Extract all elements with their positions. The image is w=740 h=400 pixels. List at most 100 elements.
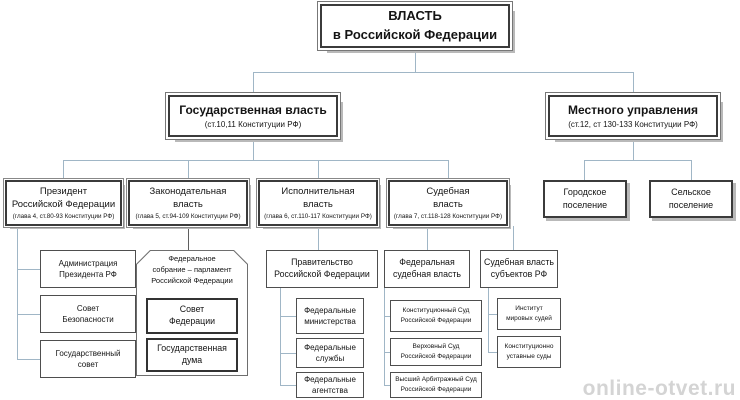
magistrates-institute-label-line2: мировых судей [506,315,552,322]
federal-assembly-title-line2: собрание – парламент [152,264,232,274]
root-box: ВЛАСТЬ в Российской Федерации [320,4,510,48]
state-duma-box: Государственная дума [146,338,238,372]
state-council-label-line2: совет [77,360,99,369]
federal-services-label: Федеральные [304,342,356,352]
rural-settlement-box: Сельское поселение [649,180,733,218]
connector-state-drop [253,72,254,95]
state-power-subtitle: (ст.10,11 Конституции РФ) [204,120,302,130]
bracket-subcourt-vertical [488,288,489,352]
federation-council-label-line2: Федерации [168,316,216,326]
bracket-president-stub-1 [17,269,40,270]
administration-box: Администрация Президента РФ [40,250,136,288]
connector-municipal-horizontal [584,160,692,161]
urban-settlement-label: Городское [563,187,607,198]
federal-services-box: Федеральные службы [296,338,364,368]
judicial-title-line2: власть [433,198,463,210]
watermark: online-otvet.ru [582,377,736,400]
federal-ministries-label: Федеральные [304,305,356,315]
federal-judiciary-box: Федеральная судебная власть [384,250,470,288]
administration-label-line2: Президента РФ [59,270,117,279]
regional-judiciary-label-line2: субъектов РФ [490,269,548,279]
security-council-label: Совет [76,303,100,313]
bracket-government-vertical [280,288,281,385]
bracket-government-stub-1 [280,316,296,317]
connector-level1-horizontal [253,72,634,73]
magistrates-institute-label: Институт [515,305,543,313]
president-title: Президент [39,185,88,197]
executive-title-line2: власть [303,198,333,210]
supreme-court-label: Верховный Суд [412,343,460,351]
government-box: Правительство Российской Федерации [266,250,378,288]
local-government-subtitle: (ст.12, ст 130-133 Конституции РФ) [568,120,698,130]
president-subtitle: (глава 4, ст.80-93 Конституции РФ) [12,213,115,221]
constitutional-court-box: Конституционный Суд Российской Федерации [390,300,482,332]
judicial-title: Судебная [426,185,470,197]
executive-subtitle: (глава 6, ст.110-117 Конституции РФ) [264,213,372,221]
connector-local-stem [633,137,634,160]
magistrates-institute-box: Институт мировых судей [497,298,561,330]
rural-settlement-label: Сельское [671,187,711,198]
federal-ministries-label-line2: министерства [304,317,356,326]
connector-executive-drop [318,160,319,180]
connector-root-drop [415,48,416,72]
security-council-label-line2: Безопасности [62,315,114,324]
federal-ministries-box: Федеральные министерства [296,298,364,334]
federal-judiciary-label-line2: судебная власть [393,269,461,279]
connector-president-drop [63,160,64,180]
bracket-fedcourt-stub-2 [384,352,390,353]
root-title: ВЛАСТЬ [388,8,442,24]
federal-services-label-line2: службы [315,354,345,363]
judicial-box: Судебная власть (глава 7, ст.118-128 Кон… [388,180,508,226]
bracket-fedcourt-vertical [384,288,385,385]
charter-courts-label: Конституционно [504,343,554,351]
root-title-line2: в Российской Федерации [332,27,498,42]
legislative-title: Законодательная [149,185,227,197]
urban-settlement-box: Городское поселение [543,180,627,218]
legislative-title-line2: власть [173,198,203,210]
bracket-fedcourt-stub-3 [384,385,390,386]
connector-local-drop [633,72,634,95]
state-council-label: Государственный [55,348,121,358]
urban-settlement-label-line2: поселение [562,200,608,210]
constitutional-court-label: Конституционный Суд [402,307,470,315]
connector-state-stem [253,137,254,160]
constitutional-court-label-line2: Российской Федерации [400,317,472,324]
federal-assembly-title-line1: Федеральное [168,254,216,263]
local-government-title: Местного управления [567,102,699,117]
connector-urban-drop [584,160,585,180]
state-power-box: Государственная власть (ст.10,11 Констит… [168,95,338,137]
federal-assembly-title: Федеральное собрание – парламент Российс… [138,254,246,287]
connector-judicial-drop [448,160,449,180]
government-label-line2: Российской Федерации [274,269,370,279]
executive-box: Исполнительная власть (глава 6, ст.110-1… [258,180,378,226]
bracket-fedcourt-stub-1 [384,316,390,317]
rural-settlement-label-line2: поселение [668,200,714,210]
executive-title: Исполнительная [281,185,355,197]
federal-assembly-title-line3: Российской Федерации [151,275,233,285]
connector-government-drop [318,226,319,250]
bracket-president-stub-2 [17,314,40,315]
local-government-box: Местного управления (ст.12, ст 130-133 К… [548,95,718,137]
charter-courts-box: Конституционно уставные суды [497,336,561,368]
state-power-title: Государственная власть [179,102,327,117]
connector-branches-horizontal [63,160,449,161]
federation-council-label: Совет [179,304,205,315]
bracket-president-stub-3 [17,359,40,360]
president-title-line2: Российской Федерации [11,198,116,210]
federal-agencies-label-line2: агентства [312,386,348,395]
federal-judiciary-label: Федеральная [399,257,455,268]
federal-agencies-box: Федеральные агентства [296,372,364,398]
supreme-court-box: Верховный Суд Российской Федерации [390,338,482,366]
bracket-subcourt-stub-2 [488,352,497,353]
supreme-court-label-line2: Российской Федерации [400,353,472,360]
administration-label: Администрация [58,258,118,268]
connector-rural-drop [691,160,692,180]
legislative-subtitle: (глава 5, ст.94-109 Конституции РФ) [135,213,241,221]
connector-fedcourt-drop [427,226,428,250]
state-council-box: Государственный совет [40,340,136,378]
regional-judiciary-box: Судебная власть субъектов РФ [480,250,558,288]
security-council-box: Совет Безопасности [40,295,136,333]
arbitration-court-label-line2: Российской Федерации [400,386,472,393]
state-duma-label-line2: дума [181,355,203,365]
